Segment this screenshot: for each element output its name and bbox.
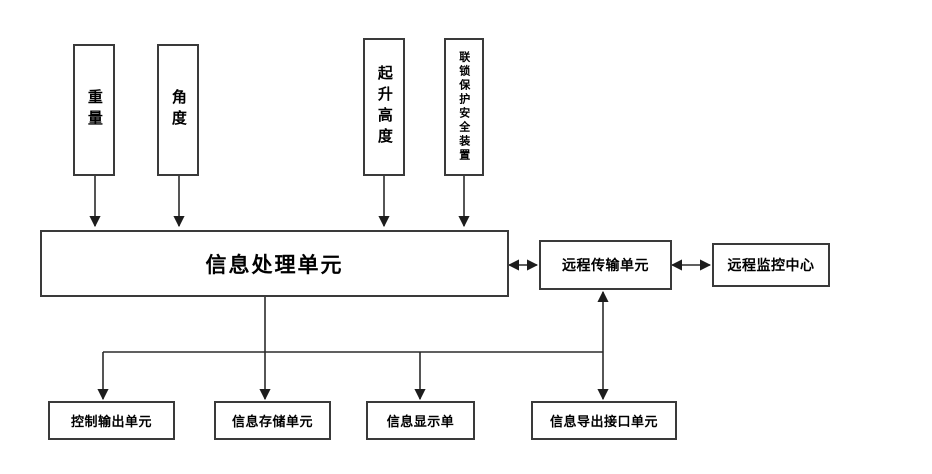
node-label-control-output-unit: 控制输出单元: [70, 415, 152, 430]
node-label-information-storage-unit: 信息存储单元: [231, 415, 313, 430]
sensor-box-interlock-safety-device[interactable]: 联锁保护安全装置: [444, 38, 484, 176]
sensor-label-lifting-height: 起升高度: [375, 65, 394, 149]
node-information-processing-unit[interactable]: 信息处理单元: [40, 230, 509, 297]
sensor-box-weight[interactable]: 重量: [73, 44, 115, 176]
node-remote-transmission-unit[interactable]: 远程传输单元: [539, 240, 672, 290]
node-label-remote-monitoring-center: 远程监控中心: [727, 258, 815, 274]
node-remote-monitoring-center[interactable]: 远程监控中心: [712, 243, 830, 287]
sensor-label-weight: 重量: [85, 89, 104, 131]
node-information-storage-unit[interactable]: 信息存储单元: [214, 401, 331, 440]
node-label-information-export-interface-unit: 信息导出接口单元: [549, 415, 658, 430]
sensor-label-interlock-safety-device: 联锁保护安全装置: [457, 51, 471, 163]
sensor-box-lifting-height[interactable]: 起升高度: [363, 38, 405, 176]
node-information-export-interface-unit[interactable]: 信息导出接口单元: [531, 401, 677, 440]
node-label-remote-transmission-unit: 远程传输单元: [562, 258, 649, 274]
node-label-information-processing-unit: 信息处理单元: [205, 252, 344, 277]
node-control-output-unit[interactable]: 控制输出单元: [48, 401, 175, 440]
node-label-information-display-unit: 信息显示单: [386, 415, 455, 430]
sensor-label-angle: 角度: [169, 89, 188, 131]
sensor-box-angle[interactable]: 角度: [157, 44, 199, 176]
node-information-display-unit[interactable]: 信息显示单: [366, 401, 475, 440]
